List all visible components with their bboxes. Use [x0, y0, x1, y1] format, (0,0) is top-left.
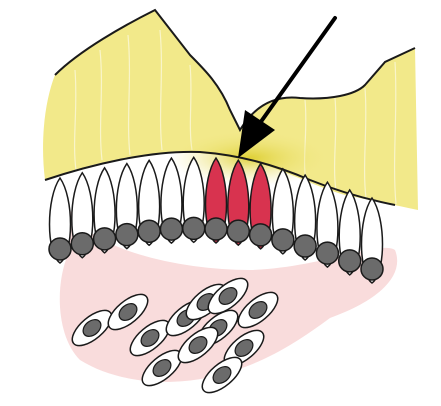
nucleus: [205, 218, 227, 240]
nucleus: [339, 250, 361, 272]
nucleus: [49, 238, 71, 260]
nucleus: [138, 220, 160, 242]
nucleus: [94, 228, 116, 250]
nucleus: [361, 258, 383, 280]
nucleus: [227, 220, 249, 242]
columnar-cell: [361, 198, 383, 283]
columnar-cell: [339, 190, 361, 275]
nucleus: [183, 217, 205, 239]
columnar-cell: [49, 178, 71, 263]
nucleus: [250, 224, 272, 246]
nucleus: [316, 242, 338, 264]
columnar-cell: [116, 164, 138, 249]
columnar-cell: [138, 160, 160, 245]
nucleus: [71, 233, 93, 255]
columnar-cell: [316, 182, 338, 267]
columnar-cell: [71, 173, 93, 258]
nucleus: [294, 235, 316, 257]
columnar-cell: [294, 175, 316, 260]
columnar-cell: [94, 168, 116, 253]
nucleus: [116, 224, 138, 246]
nucleus: [272, 229, 294, 251]
nucleus: [160, 218, 182, 240]
